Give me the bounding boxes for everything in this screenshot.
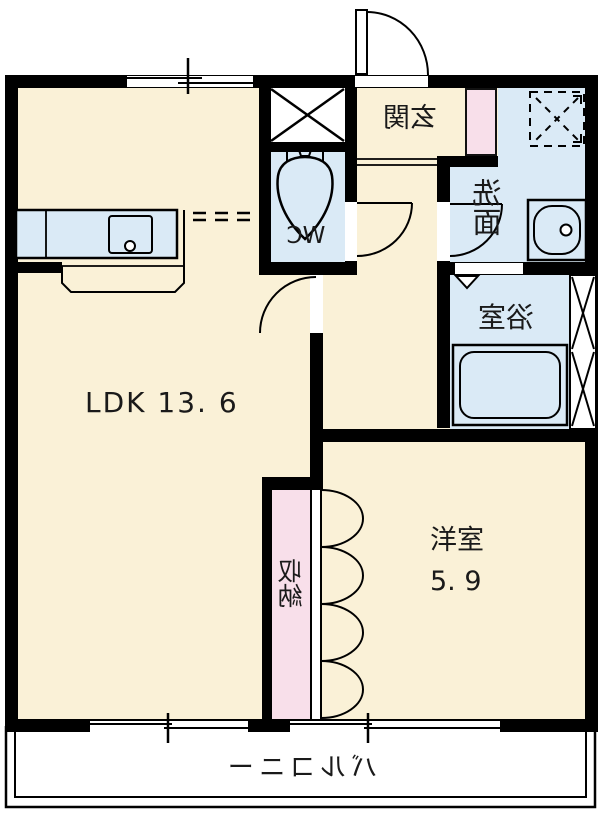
washroom-area-upper [498, 88, 585, 262]
shoe-box-area [270, 88, 345, 142]
wall-closet-top [262, 477, 310, 490]
wall-wc-bottom [259, 262, 357, 275]
toilet-label: WC [286, 223, 326, 249]
wall-kitchen-stub [8, 262, 62, 273]
door-gap-washroom [437, 202, 450, 261]
wall-entrance-step [437, 156, 498, 167]
western-room-name: 洋室 [430, 525, 484, 556]
door-gap-ldk [310, 275, 323, 333]
wall-closet-left [262, 477, 272, 719]
wall-top [5, 75, 598, 88]
wall-shoebox-bottom [259, 142, 357, 152]
closet-area [272, 490, 310, 719]
wall-right [585, 88, 598, 719]
wall-wc-left [259, 88, 271, 275]
wall-left [5, 88, 18, 719]
wall-western-top [323, 429, 598, 442]
closet-label: 収納 [277, 558, 306, 608]
western-room-label: 洋室 5. 9 [430, 521, 484, 602]
entrance-threshold [355, 76, 428, 87]
bath-threshold [455, 263, 523, 274]
western-room-size: 5. 9 [430, 565, 482, 597]
entrance-cabinet [465, 88, 497, 156]
bathroom-label: 浴室 [478, 301, 535, 334]
entrance-door-icon [355, 9, 429, 76]
window-balcony-western [290, 721, 500, 732]
window-top-ldk [127, 76, 253, 87]
balcony-label: バルコニー [222, 753, 378, 783]
window-balcony-ldk [90, 721, 248, 732]
entrance-label: 玄関 [383, 103, 437, 134]
ldk-label: LDK 13. 6 [85, 386, 239, 419]
door-gap-wc [345, 202, 357, 261]
wall-washroom-left [437, 156, 450, 428]
washroom-label: 洗面 [472, 178, 506, 236]
